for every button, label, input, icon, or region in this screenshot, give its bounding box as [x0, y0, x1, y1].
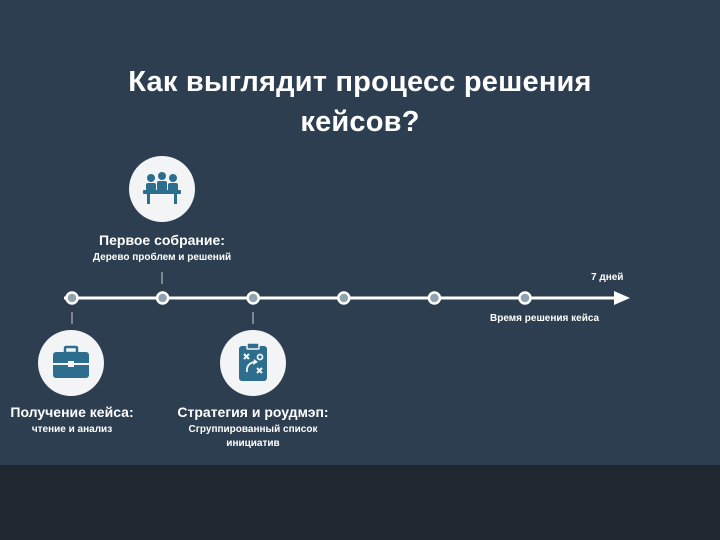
briefcase-icon	[38, 330, 104, 396]
meeting-icon	[129, 156, 195, 222]
title-line-2: кейсов?	[300, 106, 420, 138]
slide-title: Как выглядит процесс решения кейсов?	[80, 62, 640, 142]
slide	[0, 0, 720, 465]
timeline-node	[518, 291, 532, 305]
timeline-axis-label: Время решения кейса	[490, 313, 600, 324]
timeline-end-label: 7 дней	[591, 272, 624, 283]
timeline-node	[155, 291, 170, 305]
timeline-nodes	[65, 291, 532, 305]
step-get-case-title: Получение кейса:	[10, 404, 134, 420]
step-strategy-subtitle: Сгруппированный список инициатив	[188, 424, 318, 449]
step-first-meeting-subtitle: Дерево проблем и решений	[92, 252, 232, 263]
timeline-arrowhead	[614, 291, 630, 305]
strategy-board-icon	[220, 330, 286, 396]
timeline-node	[65, 291, 79, 305]
timeline-node	[246, 291, 260, 305]
step-get-case-subtitle: чтение и анализ	[31, 424, 113, 435]
step-first-meeting-title: Первое собрание:	[99, 232, 225, 248]
timeline-node	[427, 291, 442, 305]
timeline-node	[337, 291, 351, 305]
bottom-band	[0, 465, 720, 540]
title-line-1: Как выглядит процесс решения	[128, 66, 592, 98]
step-strategy-title: Стратегия и роудмэп:	[177, 404, 329, 420]
